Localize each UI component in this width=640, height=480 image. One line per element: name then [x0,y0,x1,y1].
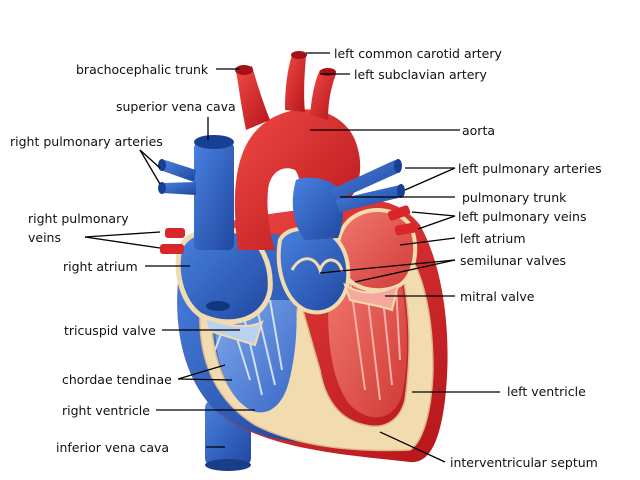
left-pulmonary-vein-stubs [387,205,418,236]
label-left-ventricle: left ventricle [507,384,586,399]
label-superior-vena-cava: superior vena cava [116,99,236,114]
label-left-atrium: left atrium [460,231,526,246]
left-pulmonary-artery-branches [330,159,405,212]
label-inferior-vena-cava: inferior vena cava [56,440,170,455]
label-left-pulmonary-veins: left pulmonary veins [458,209,587,224]
label-right-atrium: right atrium [63,259,138,274]
pulmonary-trunk-shape [292,177,344,240]
leader-lines [84,52,500,463]
mitral-leaflets [343,282,400,312]
tricuspid-leaflets [203,316,264,347]
label-right-pulmonary-veins-2: veins [28,230,61,245]
label-left-common-carotid-artery: left common carotid artery [334,46,502,61]
right-pulmonary-artery-branches [158,159,196,195]
label-left-subclavian-artery: left subclavian artery [354,67,487,82]
label-right-pulmonary-veins-1: right pulmonary [28,211,129,226]
label-brachiocephalic-trunk: brachocephalic trunk [76,62,209,77]
semilunar-valve-cusps [290,257,344,275]
label-interventricular-septum: interventricular septum [450,455,598,470]
label-semilunar-valves: semilunar valves [460,253,567,268]
label-right-ventricle: right ventricle [62,403,150,418]
right-pulmonary-vein-stubs [160,228,185,254]
label-left-pulmonary-arteries: left pulmonary arteries [458,161,602,176]
label-chordae-tendinae: chordae tendinae [62,372,172,387]
label-right-pulmonary-arteries: right pulmonary arteries [10,134,163,149]
label-pulmonary-trunk: pulmonary trunk [462,190,567,205]
label-tricuspid-valve: tricuspid valve [64,323,156,338]
aortic-branches [235,51,336,130]
aorta-shape [234,109,361,250]
label-mitral-valve: mitral valve [460,289,535,304]
label-aorta: aorta [462,123,496,138]
superior-vena-cava-shape [194,135,234,250]
